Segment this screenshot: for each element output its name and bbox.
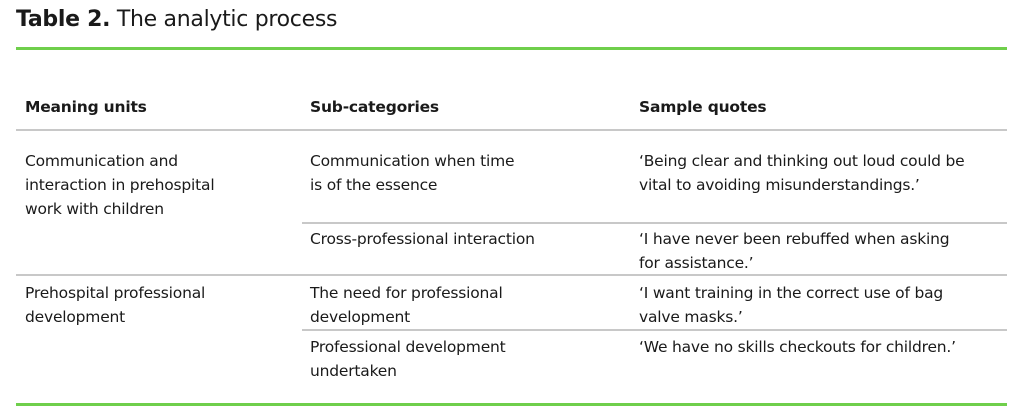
- quote-no-skills-checkouts: ‘We have no skills checkouts for childre…: [639, 338, 956, 356]
- bottom-rule: [16, 403, 1007, 406]
- group-rule: [16, 274, 1007, 276]
- sub-category-cross-professional: Cross-professional interaction: [310, 230, 535, 248]
- sub-row-rule-2: [302, 329, 1007, 331]
- header-meaning-units: Meaning units: [25, 98, 147, 116]
- header-rule: [16, 129, 1007, 131]
- top-rule: [16, 47, 1007, 50]
- sub-row-rule: [302, 222, 1007, 224]
- meaning-unit-professional-development: Prehospital professional development: [25, 284, 206, 326]
- header-sample-quotes: Sample quotes: [639, 98, 767, 116]
- quote-being-clear: ‘Being clear and thinking out loud could…: [639, 152, 965, 194]
- table-title: Table 2. The analytic process: [16, 5, 337, 35]
- sub-category-time-essence: Communication when time is of the essenc…: [310, 152, 515, 194]
- header-sub-categories: Sub-categories: [310, 98, 439, 116]
- table-number: Table 2.: [16, 7, 111, 32]
- sub-category-development-undertaken: Professional development undertaken: [310, 338, 506, 380]
- meaning-unit-communication: Communication and interaction in prehosp…: [25, 152, 215, 218]
- quote-want-training: ‘I want training in the correct use of b…: [639, 284, 944, 326]
- table-caption: The analytic process: [110, 7, 338, 32]
- sub-category-need-development: The need for professional development: [310, 284, 503, 326]
- quote-never-rebuffed: ‘I have never been rebuffed when asking …: [639, 230, 950, 272]
